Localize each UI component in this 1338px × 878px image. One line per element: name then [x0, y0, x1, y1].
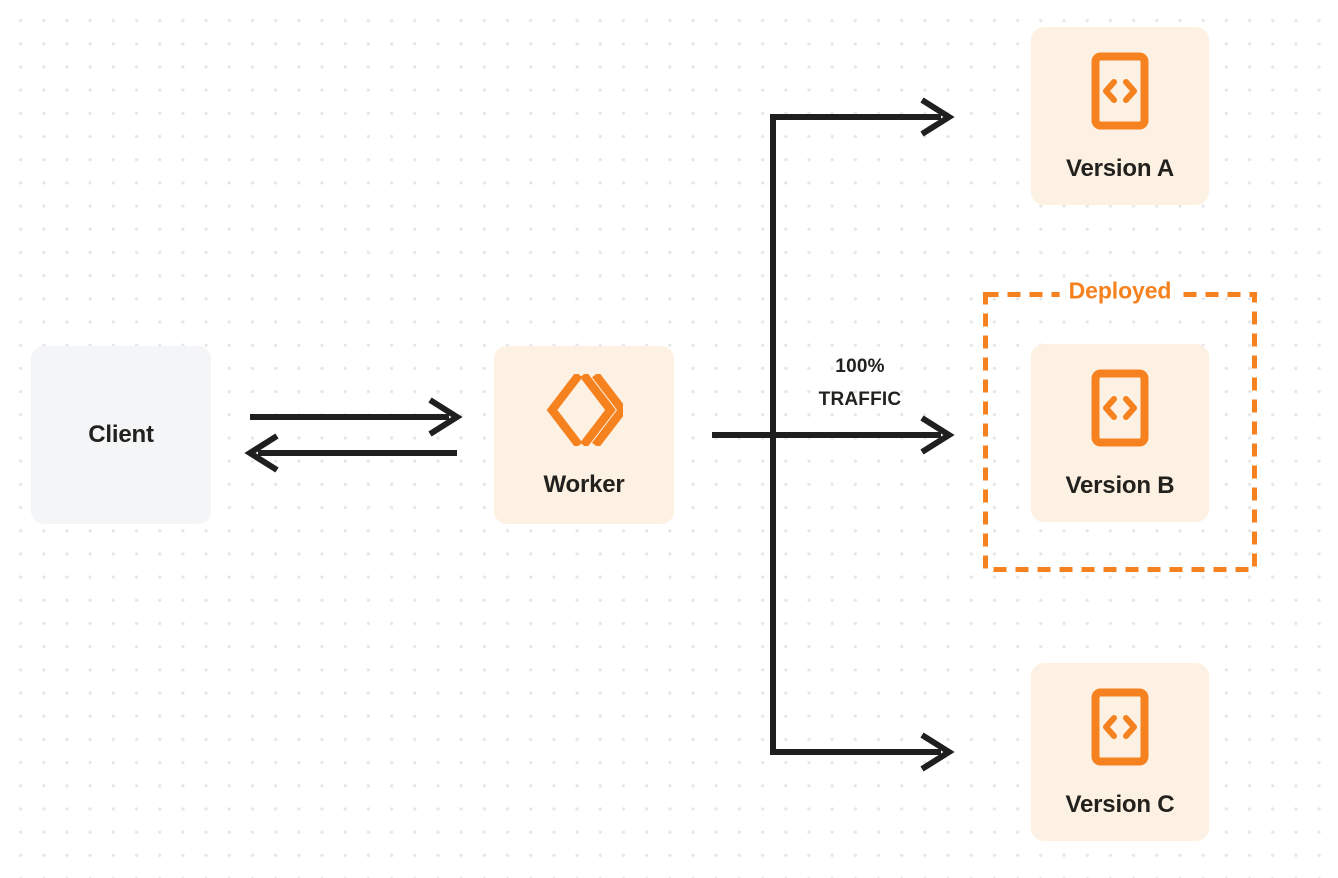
- edge-worker-to-client: [244, 433, 457, 473]
- cloudflare-workers-icon: [545, 371, 628, 451]
- node-worker-label: Worker: [543, 470, 625, 498]
- traffic-percent: 100%: [835, 356, 885, 377]
- traffic-label: 100% TRAFFIC: [790, 350, 930, 417]
- edge-client-to-worker: [250, 397, 463, 437]
- node-version-b[interactable]: Version B: [1031, 344, 1209, 522]
- code-file-icon: [1091, 369, 1149, 452]
- edge-worker-to-version-b: [712, 415, 955, 455]
- deployed-group-label: Deployed: [1059, 279, 1181, 303]
- node-worker[interactable]: Worker: [494, 346, 674, 524]
- edge-worker-to-version-c: [770, 732, 955, 772]
- code-file-icon: [1091, 688, 1149, 771]
- traffic-caption: TRAFFIC: [818, 389, 902, 411]
- edge-worker-to-version-a: [770, 97, 955, 137]
- node-client[interactable]: Client: [31, 346, 211, 524]
- node-client-label: Client: [88, 421, 154, 448]
- node-version-a-label: Version A: [1065, 154, 1175, 182]
- node-version-b-label: Version B: [1065, 471, 1175, 499]
- node-version-c-label: Version C: [1065, 790, 1175, 818]
- node-version-a[interactable]: Version A: [1031, 27, 1209, 205]
- code-file-icon: [1091, 52, 1149, 135]
- node-version-c[interactable]: Version C: [1031, 663, 1209, 841]
- deployed-group: Deployed: [983, 279, 1257, 572]
